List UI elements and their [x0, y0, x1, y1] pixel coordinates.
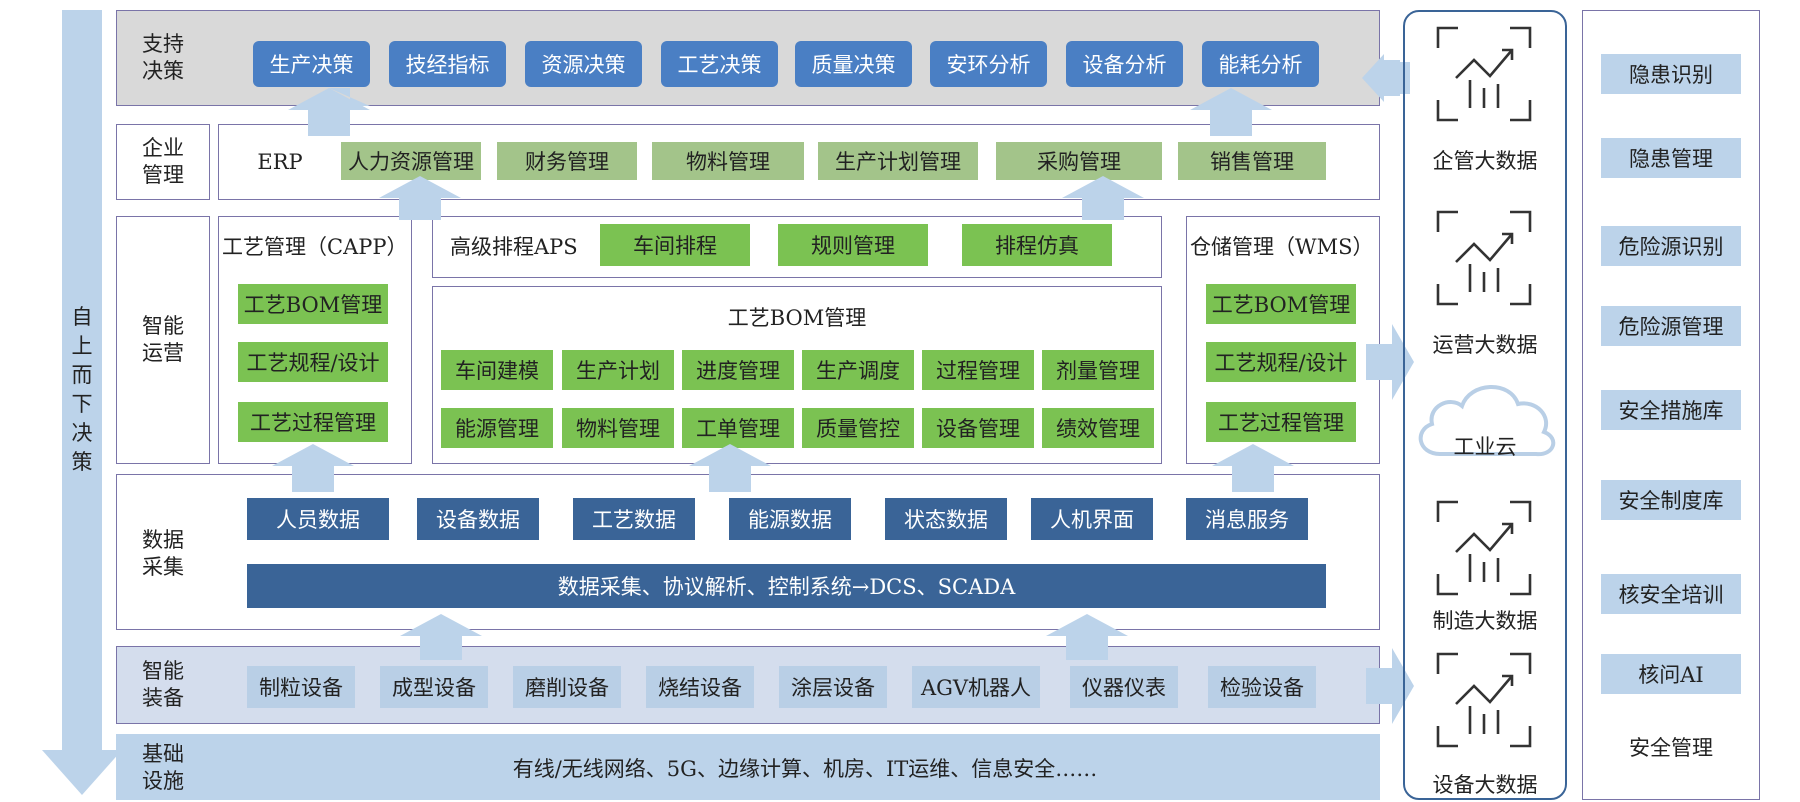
top-down-arrow: 自 上 而 下 决 策: [0, 0, 122, 802]
chart-icon: [1436, 652, 1532, 748]
bom-panel: [432, 286, 1162, 464]
safety-item[interactable]: 核问AI: [1601, 654, 1741, 694]
wms-item[interactable]: 工艺过程管理: [1206, 402, 1356, 442]
erp-module[interactable]: 生产计划管理: [818, 142, 978, 180]
decision-item[interactable]: 能耗分析: [1202, 41, 1319, 87]
decision-item[interactable]: 技经指标: [389, 41, 506, 87]
enterprise-label: 企业管理: [142, 136, 184, 187]
data-source[interactable]: 工艺数据: [573, 498, 695, 540]
wms-title: 仓储管理（WMS）: [1190, 235, 1374, 259]
safety-column: [1582, 10, 1760, 800]
wms-item[interactable]: 工艺规程/设计: [1206, 342, 1356, 382]
wms-item[interactable]: 工艺BOM管理: [1206, 284, 1356, 324]
bom-item[interactable]: 质量管控: [802, 408, 914, 448]
decision-item[interactable]: 生产决策: [253, 41, 370, 87]
safety-footer: 安全管理: [1629, 736, 1713, 760]
infrastructure-label: 基础设施: [142, 742, 184, 793]
big-data-label: 制造大数据: [1432, 609, 1538, 633]
equipment-item[interactable]: 磨削设备: [513, 666, 621, 708]
aps-title: 高级排程APS: [450, 235, 578, 259]
decision-item[interactable]: 资源决策: [525, 41, 642, 87]
decision-item[interactable]: 设备分析: [1066, 41, 1183, 87]
bom-item[interactable]: 生产调度: [802, 350, 914, 390]
bom-item[interactable]: 物料管理: [562, 408, 674, 448]
bom-item[interactable]: 能源管理: [441, 408, 553, 448]
equipment-item[interactable]: 仪器仪表: [1070, 666, 1178, 708]
cloud-icon: [1418, 385, 1556, 457]
safety-item[interactable]: 危险源管理: [1601, 306, 1741, 346]
big-data-label: 设备大数据: [1432, 773, 1538, 797]
operations-label-box: [116, 216, 210, 464]
safety-item[interactable]: 隐患管理: [1601, 138, 1741, 178]
decision-item[interactable]: 安环分析: [930, 41, 1047, 87]
equipment-label: 智能装备: [142, 659, 184, 710]
bom-item[interactable]: 剂量管理: [1042, 350, 1154, 390]
safety-item[interactable]: 隐患识别: [1601, 54, 1741, 94]
operations-label: 智能运营: [142, 314, 184, 365]
equipment-item[interactable]: 制粒设备: [247, 666, 355, 708]
aps-item[interactable]: 排程仿真: [962, 224, 1112, 266]
safety-item[interactable]: 安全制度库: [1601, 480, 1741, 520]
chart-icon: [1436, 210, 1532, 306]
big-data-label: 运营大数据: [1432, 333, 1538, 357]
big-data-column: [1403, 10, 1567, 800]
equipment-item[interactable]: 烧结设备: [646, 666, 754, 708]
equipment-item[interactable]: AGV机器人: [912, 666, 1040, 708]
big-data-label: 企管大数据: [1432, 149, 1538, 173]
safety-item[interactable]: 核安全培训: [1601, 574, 1741, 614]
data-source[interactable]: 设备数据: [417, 498, 539, 540]
decision-support-label: 支持决策: [142, 32, 184, 83]
capp-item[interactable]: 工艺BOM管理: [238, 284, 388, 324]
data-source[interactable]: 能源数据: [729, 498, 851, 540]
decision-item[interactable]: 质量决策: [795, 41, 912, 87]
equipment-item[interactable]: 涂层设备: [779, 666, 887, 708]
data-collection-label: 数据采集: [142, 528, 184, 579]
aps-item[interactable]: 规则管理: [778, 224, 928, 266]
infrastructure-text: 有线/无线网络、5G、边缘计算、机房、IT运维、信息安全……: [512, 757, 1098, 781]
safety-item[interactable]: 安全措施库: [1601, 390, 1741, 430]
chart-icon: [1436, 26, 1532, 122]
decision-item[interactable]: 工艺决策: [661, 41, 778, 87]
erp-module[interactable]: 采购管理: [996, 142, 1162, 180]
enterprise-label-box: [116, 124, 210, 200]
aps-item[interactable]: 车间排程: [600, 224, 750, 266]
bom-item[interactable]: 绩效管理: [1042, 408, 1154, 448]
bom-item[interactable]: 进度管理: [682, 350, 794, 390]
capp-item[interactable]: 工艺过程管理: [238, 402, 388, 442]
equipment-item[interactable]: 成型设备: [380, 666, 488, 708]
equipment-item[interactable]: 检验设备: [1208, 666, 1316, 708]
capp-title: 工艺管理（CAPP）: [222, 235, 408, 259]
bom-title: 工艺BOM管理: [727, 306, 867, 330]
erp-module[interactable]: 销售管理: [1178, 142, 1326, 180]
erp-label: ERP: [257, 150, 303, 174]
infrastructure-layer: [116, 734, 1380, 800]
chart-icon: [1436, 500, 1532, 596]
safety-item[interactable]: 危险源识别: [1601, 226, 1741, 266]
top-down-arrow-label: 自 上 而 下 决 策: [71, 305, 93, 474]
bom-item[interactable]: 设备管理: [922, 408, 1034, 448]
data-source[interactable]: 人机界面: [1031, 498, 1153, 540]
erp-module[interactable]: 财务管理: [497, 142, 637, 180]
erp-module[interactable]: 人力资源管理: [341, 142, 481, 180]
bom-item[interactable]: 生产计划: [562, 350, 674, 390]
data-source[interactable]: 消息服务: [1186, 498, 1308, 540]
bom-item[interactable]: 过程管理: [922, 350, 1034, 390]
erp-module[interactable]: 物料管理: [652, 142, 804, 180]
industrial-cloud-label: 工业云: [1453, 435, 1517, 459]
bom-item[interactable]: 车间建模: [441, 350, 553, 390]
capp-item[interactable]: 工艺规程/设计: [238, 342, 388, 382]
bom-item[interactable]: 工单管理: [682, 408, 794, 448]
data-source[interactable]: 状态数据: [885, 498, 1007, 540]
data-source[interactable]: 人员数据: [247, 498, 389, 540]
data-collection-bar: 数据采集、协议解析、控制系统→DCS、SCADA: [247, 564, 1326, 608]
